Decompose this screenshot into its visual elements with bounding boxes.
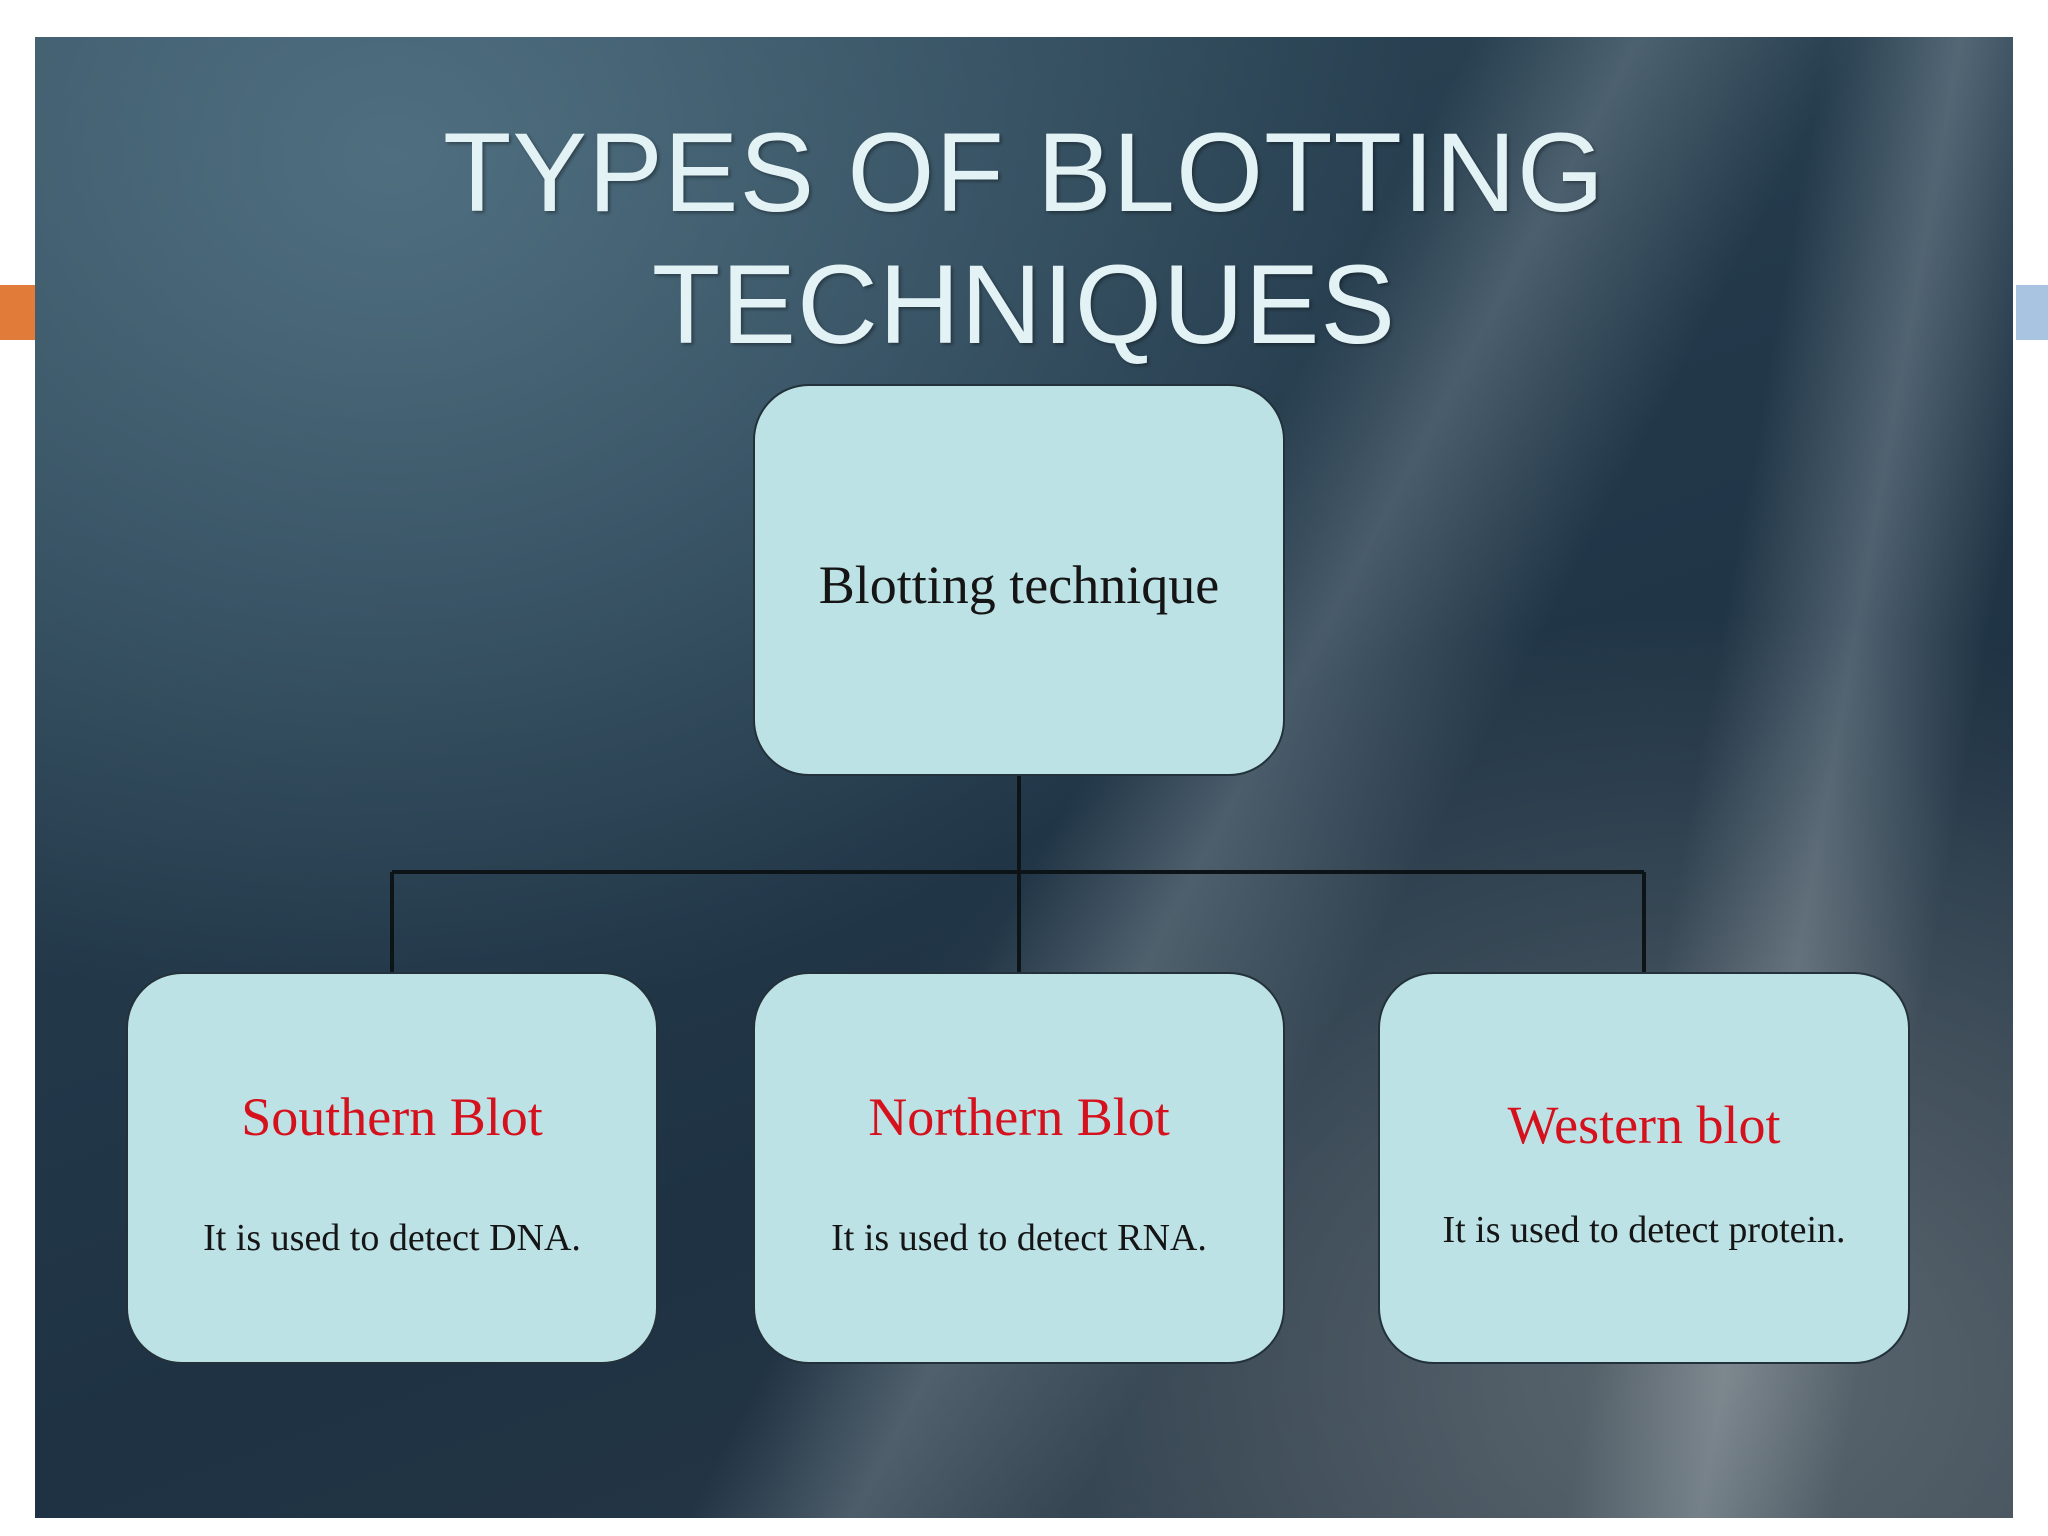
child-node-northern: Northern Blot It is used to detect RNA. <box>753 972 1285 1364</box>
child-node-title: Southern Blot <box>241 1087 543 1147</box>
child-node-title: Western blot <box>1507 1095 1781 1155</box>
child-node-description: It is used to detect protein. <box>1442 1209 1846 1251</box>
slide: TYPES OF BLOTTING TECHNIQUES Blotting te… <box>35 37 2013 1518</box>
root-node-label: Blotting technique <box>818 555 1220 615</box>
slide-title-line-1: TYPES OF BLOTTING <box>442 110 1606 235</box>
slide-title-line-2: TECHNIQUES <box>651 242 1397 367</box>
child-node-title: Northern Blot <box>868 1087 1170 1147</box>
slide-title: TYPES OF BLOTTING TECHNIQUES <box>35 107 2013 371</box>
root-node: Blotting technique <box>753 384 1285 776</box>
right-accent-bar <box>2016 285 2048 340</box>
left-accent-bar <box>0 285 36 340</box>
child-node-description: It is used to detect DNA. <box>203 1217 581 1259</box>
child-node-description: It is used to detect RNA. <box>831 1217 1207 1259</box>
child-node-southern: Southern Blot It is used to detect DNA. <box>126 972 658 1364</box>
connector-lines <box>390 775 1646 973</box>
child-node-western: Western blot It is used to detect protei… <box>1378 972 1910 1364</box>
